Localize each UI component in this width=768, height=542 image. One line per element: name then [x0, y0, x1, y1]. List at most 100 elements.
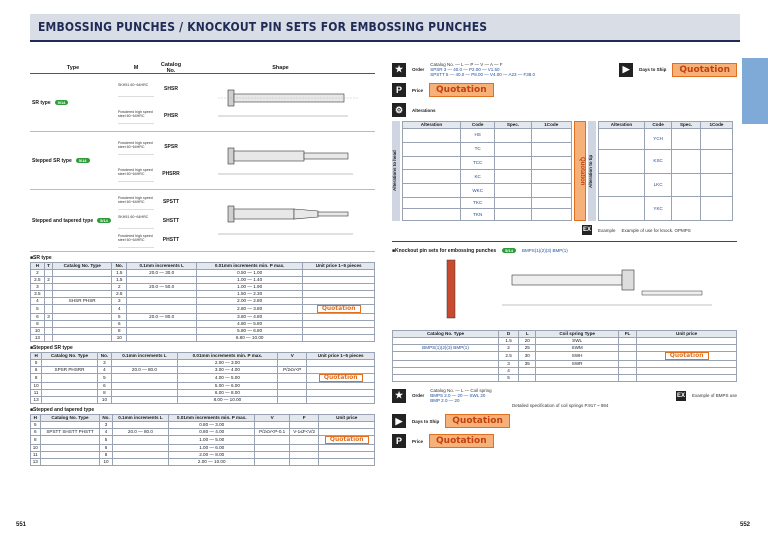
table-cell: 4	[498, 367, 520, 375]
table-cell: 3	[111, 297, 128, 305]
table-cell: V-1≤F<V/2	[288, 428, 320, 436]
quotation-vertical[interactable]: Quotation	[574, 121, 586, 221]
days-badge: 5/14	[75, 158, 90, 163]
sr-type-table: H T Catalog No. Type No. 0.1mm increment…	[30, 262, 375, 342]
col-no: No.	[111, 262, 128, 270]
quotation-button[interactable]: Quotation	[316, 305, 361, 313]
table-cell	[277, 389, 308, 397]
table-cell	[254, 458, 290, 466]
table-cell: 4	[99, 428, 113, 436]
table-cell	[277, 382, 308, 390]
table-cell: 35	[518, 360, 537, 368]
col-h: H	[30, 414, 41, 422]
table-cell: 10	[99, 458, 113, 466]
quotation-cell: Quotation	[306, 373, 375, 383]
table-cell: 13	[30, 334, 45, 342]
table-cell: 2.00 — 2.80	[195, 297, 304, 305]
quotation-button[interactable]: Quotation	[429, 434, 494, 448]
col-l: L	[518, 330, 537, 338]
table-cell: 8	[111, 327, 128, 335]
table-cell: 1.5	[498, 337, 520, 345]
quotation-button[interactable]: Quotation	[429, 83, 494, 97]
table-cell	[617, 360, 638, 368]
table-cell: 6	[99, 444, 113, 452]
table-cell	[52, 313, 113, 321]
col-fl: FL	[617, 330, 638, 338]
col-no: No.	[96, 352, 113, 360]
table-cell: 6	[96, 382, 113, 390]
table-cell	[288, 451, 320, 459]
table-cell: 2	[498, 344, 520, 352]
knockout-price-row: P Price Quotation	[392, 434, 737, 448]
table-cell: 13	[30, 458, 41, 466]
table-cell	[302, 283, 375, 291]
quotation-button[interactable]: Quotation	[672, 62, 737, 77]
alterations-tables: Alterations to head Alteration Code Spec…	[392, 121, 737, 221]
stepped-sr-table: H Catalog No. Type No. 0.1mm increments …	[29, 352, 375, 404]
table-cell	[302, 269, 375, 277]
table-cell	[126, 304, 197, 314]
table-cell: 6.00 — 8.00	[176, 389, 279, 397]
table-cell	[277, 373, 308, 383]
table-cell: 2.00 — 3.00	[176, 359, 279, 367]
table-cell: 2	[111, 283, 128, 291]
col-code: Code	[643, 121, 673, 129]
table-cell	[288, 421, 320, 429]
table-cell: 8	[30, 435, 41, 445]
quotation-button[interactable]: Quotation	[445, 414, 510, 428]
price-icon: P	[392, 434, 406, 448]
alt-code: TC	[459, 141, 496, 157]
alt-code: LKC	[643, 172, 673, 198]
quotation-button[interactable]: Quotation	[324, 436, 369, 444]
table-cell: 20.0 — 50.0	[126, 283, 197, 291]
quotation-button[interactable]: Quotation	[318, 374, 363, 382]
col-v: V	[254, 414, 290, 422]
example-icon: EX	[582, 225, 592, 235]
table-cell	[43, 327, 54, 335]
table-cell: 2.00 — 10.00	[168, 458, 256, 466]
table-cell: 20.0 — 80.0	[111, 428, 170, 436]
table-cell	[617, 337, 638, 345]
table-cell	[254, 444, 290, 452]
col-l: 0.1mm increments L	[111, 352, 178, 360]
price-label: Price	[412, 87, 424, 93]
material-label: Powdered high speed steel 60~64HRC	[118, 232, 154, 248]
table-cell	[254, 451, 290, 459]
table-cell	[302, 297, 375, 305]
table-cell: 6	[29, 366, 43, 374]
product-type-label: SR type	[32, 99, 51, 106]
table-cell	[306, 396, 375, 404]
table-cell: 1.00 — 1.90	[195, 283, 304, 291]
table-cell	[39, 451, 101, 459]
table-cell: 2.00 — 8.00	[168, 451, 256, 459]
table-cell: 2	[30, 269, 45, 277]
table-cell	[617, 374, 638, 382]
days-to-ship-label: Days to Ship	[639, 67, 667, 72]
stepped-sr-title: ■Stepped SR type	[30, 345, 73, 351]
table-cell	[126, 297, 197, 305]
table-cell	[518, 367, 537, 375]
table-cell: SPSTT SHSTT PHSTT	[39, 428, 101, 436]
quotation-button[interactable]: Quotation	[664, 352, 709, 360]
table-cell: SPSR PHSRR	[41, 366, 98, 374]
table-cell: 0.80 — 3.00	[168, 421, 256, 429]
table-cell	[111, 359, 178, 367]
table-cell	[535, 374, 619, 382]
shape-drawing-stepped-sr	[186, 132, 375, 189]
stepped-tapered-table: H Catalog No. Type No. 0.1mm increments …	[30, 414, 375, 466]
section-side-tab[interactable]	[742, 58, 768, 124]
wrench-icon: ⚙	[392, 103, 406, 117]
table-cell: 10	[111, 334, 128, 342]
table-cell: 5	[96, 373, 113, 383]
table-cell: 20	[518, 337, 537, 345]
table-cell	[302, 320, 375, 328]
